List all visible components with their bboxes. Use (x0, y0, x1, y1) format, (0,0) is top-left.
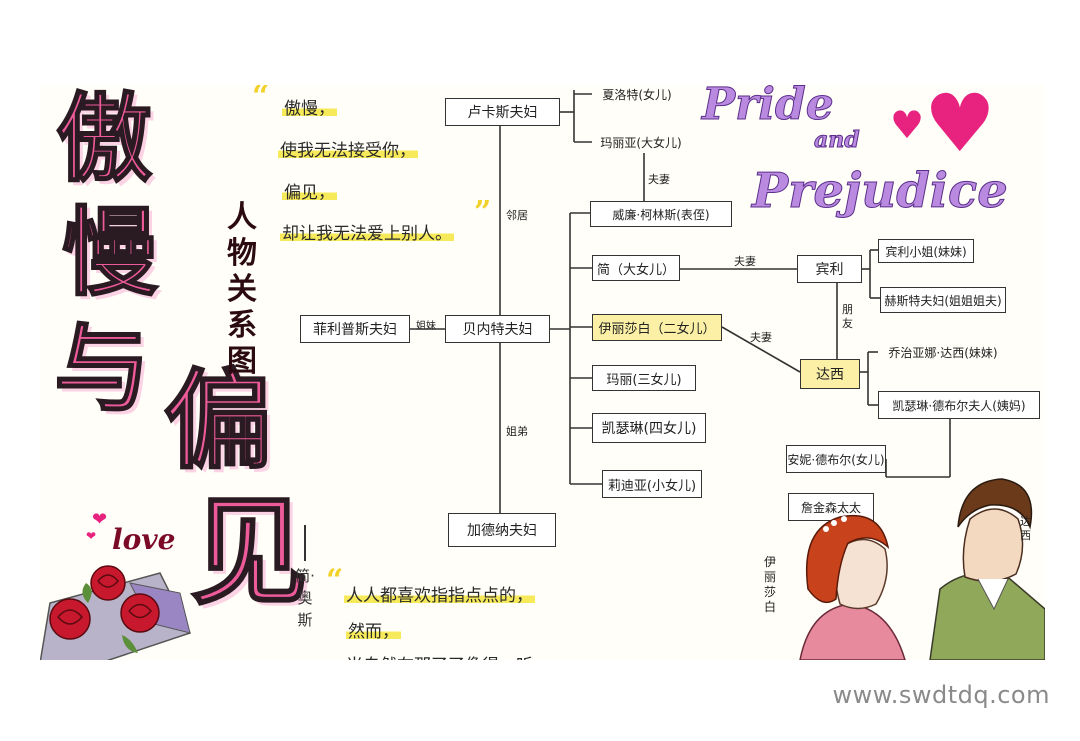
node-lucas: 卢卡斯夫妇 (445, 98, 560, 126)
quote-top-line-4: 却让我无法爱上别人。 (280, 219, 454, 244)
watermark-url: www.swdtdq.com (832, 681, 1050, 709)
quote-top-line-2: 使我无法接受你， (278, 136, 418, 161)
edge-label-sisters: 姐妹 (416, 321, 436, 332)
edge-label-neighbor: 邻居 (506, 209, 528, 222)
open-quote-icon-2: “ (326, 563, 344, 598)
darcy-art-label: 达西 (1020, 515, 1031, 542)
node-gardiner: 加德纳夫妇 (448, 513, 556, 547)
node-collins: 威廉·柯林斯(表侄) (590, 201, 732, 227)
edge-label-friend: 朋友 (842, 303, 853, 330)
node-darcy: 达西 (800, 359, 860, 389)
node-elizabeth: 伊丽莎白（二女儿） (592, 314, 722, 341)
heart-icon-small: ♥ (890, 103, 925, 147)
node-hurst: 赫斯特夫妇(姐姐姐夫) (880, 287, 1006, 313)
title-char-3: 与 (53, 312, 151, 425)
node-anne: 安妮·德布尔(女儿) (786, 445, 886, 473)
title-char-1: 傲 (55, 85, 153, 195)
author-divider (304, 525, 306, 561)
edge-label-spouse-elizabeth-darcy: 夫妻 (750, 331, 772, 344)
prejudice-word: Prejudice (752, 163, 1009, 220)
node-miss-bingley: 宾利小姐(妹妹) (878, 239, 974, 263)
node-bennet: 贝内特夫妇 (445, 315, 550, 343)
title-char-2: 慢 (61, 196, 159, 309)
couple-illustration (799, 478, 1045, 660)
pride-word: Pride (702, 85, 835, 131)
love-label: love (112, 523, 176, 556)
heart-icon-large: ♥ (924, 85, 996, 170)
node-charlotte: 夏洛特(女儿) (602, 87, 672, 102)
author-name: 简·奥斯 (295, 567, 315, 629)
title-char-5: 见 (189, 482, 309, 621)
node-maria: 玛丽亚(大女儿) (600, 135, 682, 150)
node-mary: 玛丽(三女儿) (592, 365, 696, 391)
node-jenkinson: 詹金森太太 (788, 493, 874, 521)
tiny-heart-icon: ❤ (86, 529, 97, 543)
quote-bottom-line-3: 当自然在那了了像得一听 (344, 651, 535, 660)
quote-bottom-line-1: 人人都喜欢指指点点的， (344, 581, 535, 606)
edge-label-spouse-jane-bingley: 夫妻 (734, 255, 756, 268)
close-quote-icon: ” (474, 195, 492, 230)
node-lydia: 莉迪亚(小女儿) (602, 470, 702, 498)
elizabeth-art-label: 伊丽莎白 (764, 555, 777, 614)
title-char-4: 偏 (163, 358, 273, 484)
quote-top-line-1: 傲慢， (282, 94, 337, 119)
subtitle: 人物关系图 (227, 200, 257, 379)
node-bingley: 宾利 (797, 255, 862, 283)
poster: 傲 慢 与 偏 见 人物关系图 ❤ ❤ love “ 傲慢， 使我无法接受你， … (40, 85, 1045, 660)
small-heart-icon: ❤ (92, 509, 108, 530)
node-georgiana: 乔治亚娜·达西(妹妹) (888, 345, 998, 360)
edge-label-siblings: 姐弟 (506, 425, 528, 438)
edge-label-spouse-maria-collins: 夫妻 (648, 173, 670, 186)
relationship-lines (410, 90, 951, 513)
and-word: and (814, 127, 861, 154)
rose-bouquet-icon (40, 565, 192, 660)
node-jane: 简（大女儿） (592, 255, 680, 281)
node-kitty: 凯瑟琳(四女儿) (592, 413, 706, 443)
quote-bottom-line-2: 然而， (346, 617, 401, 642)
node-lady-catherine: 凯瑟琳·德布尔夫人(姨妈) (878, 391, 1040, 419)
quote-top-line-3: 偏见， (282, 178, 337, 203)
node-philips: 菲利普斯夫妇 (300, 315, 410, 343)
open-quote-icon: “ (252, 85, 270, 114)
